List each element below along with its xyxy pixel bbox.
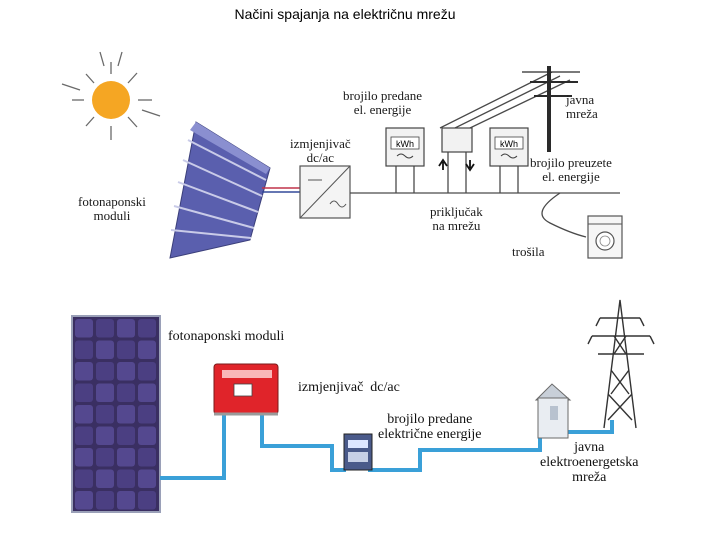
solar-cell: [138, 362, 156, 381]
solar-cell: [138, 426, 156, 445]
sun-icon: [61, 51, 161, 140]
solar-cell: [117, 491, 135, 510]
solar-cell: [96, 491, 114, 510]
solar-cell: [96, 383, 114, 402]
solar-cell: [117, 426, 135, 445]
solar-cell: [75, 340, 93, 359]
label-meter-taken: brojilo preuzete el. energije: [530, 155, 612, 184]
solar-cell: [75, 426, 93, 445]
solar-cell: [75, 383, 93, 402]
solar-cell: [117, 405, 135, 424]
solar-cell: [117, 383, 135, 402]
page-title: Načini spajanja na električnu mrežu: [234, 6, 456, 22]
connection-box: [438, 127, 475, 172]
label-inverter-top: izmjenjivač dc/ac: [290, 136, 351, 165]
solar-cell: [117, 362, 135, 381]
arrow-down-icon: [465, 160, 475, 172]
label-pv-modules-top: fotonaponski moduli: [78, 194, 146, 223]
solar-cell: [96, 469, 114, 488]
solar-cell: [138, 340, 156, 359]
solar-cell: [117, 340, 135, 359]
solar-cell: [138, 319, 156, 338]
utility-pole-icon: [522, 66, 580, 152]
label-grid-top: javna mreža: [566, 92, 598, 121]
inverter-red-icon: [213, 363, 279, 416]
solar-cell: [138, 405, 156, 424]
solar-cell: [117, 469, 135, 488]
solar-cell: [96, 405, 114, 424]
solar-cell: [96, 340, 114, 359]
solar-cell: [75, 405, 93, 424]
solar-cell: [138, 491, 156, 510]
label-inverter-bottom: izmjenjivač dc/ac: [298, 380, 400, 395]
arrow-up-icon: [438, 158, 448, 170]
transmission-tower-icon: [587, 299, 655, 429]
washing-machine-icon: [587, 215, 623, 259]
label-connection: priključak na mrežu: [430, 204, 483, 233]
solar-cell: [117, 448, 135, 467]
energy-meter-icon: [343, 433, 373, 471]
solar-cell: [96, 426, 114, 445]
label-meter-delivered: brojilo predane el. energije: [343, 88, 423, 117]
solar-cell: [138, 448, 156, 467]
solar-cell: [138, 383, 156, 402]
label-grid-bottom: javna elektroenergetska mreža: [540, 440, 639, 485]
solar-cell: [138, 469, 156, 488]
label-consumers: trošila: [512, 244, 545, 259]
solar-cell: [96, 362, 114, 381]
meter-taken-icon: [489, 127, 529, 167]
dc-cable: [262, 187, 302, 193]
label-pv-modules-bottom: fotonaponski moduli: [168, 329, 285, 344]
solar-cell: [75, 448, 93, 467]
solar-panel-icon: [169, 121, 271, 259]
solar-cell: [96, 448, 114, 467]
label-meter-bottom: brojilo predane električne energije: [378, 412, 482, 442]
solar-cell: [117, 319, 135, 338]
meter-delivered-unit: kWh: [396, 139, 414, 149]
inverter-box: [299, 165, 351, 219]
solar-cell: [75, 469, 93, 488]
solar-cell: [75, 319, 93, 338]
solar-cell: [75, 491, 93, 510]
meter-taken-unit: kWh: [500, 139, 518, 149]
distribution-cabinet-icon: [534, 383, 572, 439]
solar-cell: [75, 362, 93, 381]
solar-module-grid-icon: [71, 315, 161, 513]
solar-cell: [96, 319, 114, 338]
meter-delivered-icon: [385, 127, 425, 167]
